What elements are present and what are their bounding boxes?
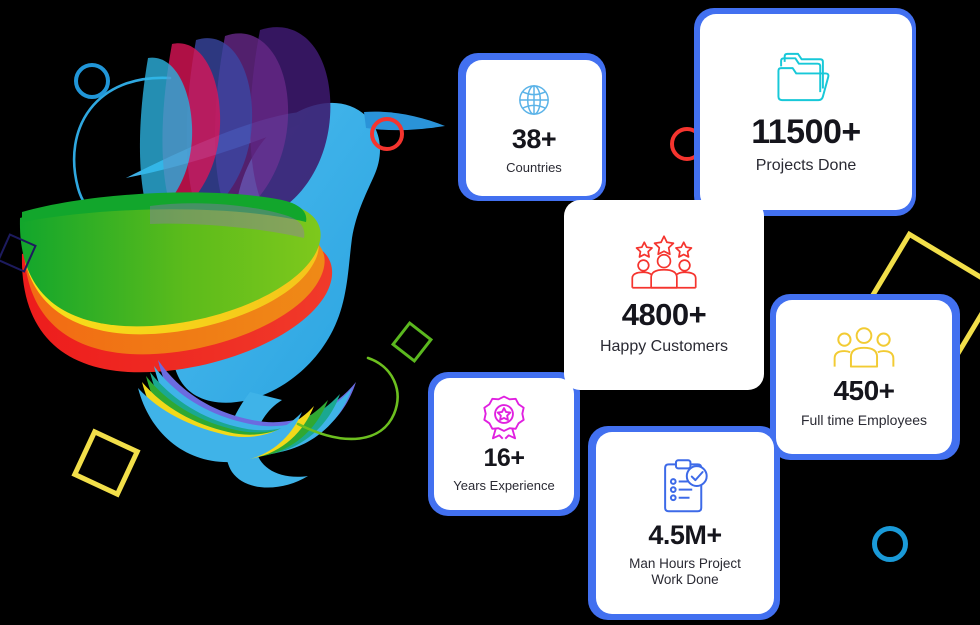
stat-value: 450+	[833, 374, 895, 406]
stat-label: Happy Customers	[599, 337, 729, 355]
stat-label-line1: Man Hours Project	[629, 555, 741, 571]
stat-value: 38+	[511, 124, 557, 155]
stat-label: Full time Employees	[800, 411, 928, 428]
stat-label: Years Experience	[453, 478, 555, 494]
stat-label-line2: Work Done	[651, 572, 719, 587]
red-ring-left	[370, 117, 404, 151]
stat-value: 11500+	[751, 112, 861, 151]
stat-card-countries[interactable]: 38+ Countries	[466, 60, 602, 196]
stat-card-years-experience[interactable]: 16+ Years Experience	[434, 378, 574, 510]
green-swirl-line	[296, 356, 399, 441]
stat-label: Countries	[506, 160, 562, 176]
stat-value: 4800+	[621, 296, 707, 332]
stat-card-projects[interactable]: 11500+ Projects Done	[700, 14, 912, 210]
customers-stars-icon	[628, 234, 700, 290]
stat-value: 16+	[483, 444, 525, 473]
blue-ring-bottom-right	[872, 526, 908, 562]
hummingbird-upper-wing	[139, 27, 331, 220]
award-badge-icon	[482, 394, 526, 440]
folders-icon	[774, 49, 838, 105]
blue-ring-top-left	[74, 63, 110, 99]
hummingbird-lower-wing	[19, 192, 333, 373]
people-group-icon	[833, 325, 895, 369]
stat-card-happy-customers[interactable]: 4800+ Happy Customers	[564, 200, 764, 390]
hummingbird-logo	[19, 27, 445, 488]
stat-card-employees[interactable]: 450+ Full time Employees	[776, 300, 952, 454]
stat-card-man-hours[interactable]: 4.5M+ Man Hours Project Work Done	[596, 432, 774, 614]
stat-label: Man Hours Project Work Done	[629, 556, 741, 589]
stat-value: 4.5M+	[648, 519, 722, 550]
stat-label: Projects Done	[755, 156, 857, 174]
globe-icon	[514, 80, 554, 120]
clipboard-check-icon	[659, 458, 711, 514]
